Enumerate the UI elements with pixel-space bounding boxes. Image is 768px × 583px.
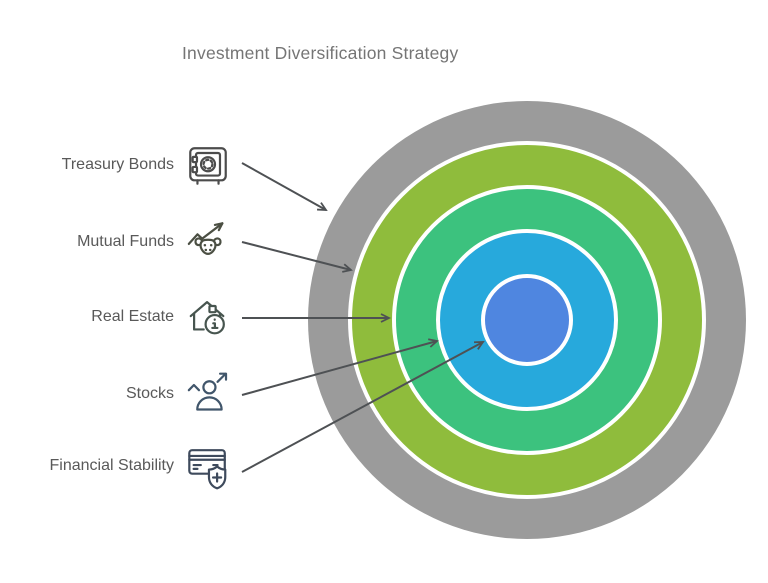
legend-label: Mutual Funds: [77, 233, 174, 250]
legend-row-financial-stability: Financial Stability: [18, 442, 232, 490]
legend-label: Stocks: [125, 385, 174, 402]
bull-trend-icon: [184, 219, 232, 265]
card-shield-icon: [184, 441, 232, 491]
legend-row-mutual-funds: Mutual Funds: [18, 218, 232, 266]
diagram-title: Investment Diversification Strategy: [182, 43, 459, 63]
house-info-icon: [184, 294, 232, 340]
legend-label: Treasury Bonds: [61, 156, 174, 173]
legend-row-treasury-bonds: Treasury Bonds: [18, 141, 232, 189]
legend-label: Real Estate: [91, 308, 174, 325]
legend-row-real-estate: Real Estate: [18, 293, 232, 341]
arrow-treasury-bonds: [241, 162, 328, 211]
arrow-stocks: [241, 338, 439, 396]
legend-label: Financial Stability: [49, 457, 175, 474]
legend-row-stocks: Stocks: [18, 370, 232, 418]
core-financial-stability: [481, 274, 573, 366]
person-growth-icon: [184, 371, 232, 417]
arrow-financial-stability: [241, 341, 485, 473]
safe-icon: [184, 142, 232, 188]
arrow-mutual-funds: [241, 241, 353, 273]
